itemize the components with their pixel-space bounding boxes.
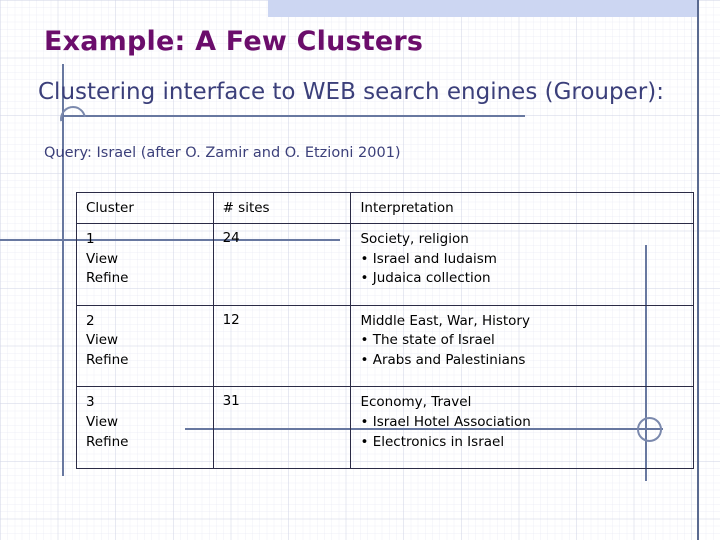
interpretation-title: Economy, Travel bbox=[360, 394, 472, 411]
cluster-id: 1 bbox=[86, 231, 95, 247]
decorative-vertical-line-right bbox=[697, 0, 699, 540]
clusters-table: Cluster # sites Interpretation 1 View Re… bbox=[76, 192, 694, 470]
interpretation-title: Society, religion bbox=[360, 231, 469, 247]
cluster-action-view[interactable]: View bbox=[86, 250, 119, 267]
row-spacer bbox=[86, 370, 204, 380]
cell-cluster: 1 View Refine bbox=[76, 223, 214, 306]
column-header-cluster: Cluster bbox=[76, 192, 214, 224]
cell-cluster: 3 View Refine bbox=[76, 386, 214, 470]
table-row: 2 View Refine 12 Middle East, War, Histo… bbox=[76, 304, 694, 388]
slide-subtitle: Clustering interface to WEB search engin… bbox=[38, 79, 664, 105]
cluster-id: 2 bbox=[86, 312, 95, 329]
interpretation-title: Middle East, War, History bbox=[360, 312, 530, 329]
cell-sites: 31 bbox=[212, 386, 352, 470]
table-head: Cluster # sites Interpretation bbox=[76, 192, 694, 224]
clusters-table-wrapper: Cluster # sites Interpretation 1 View Re… bbox=[76, 192, 694, 470]
cell-interpretation: Economy, Travel • Israel Hotel Associati… bbox=[350, 386, 694, 470]
cluster-action-refine[interactable]: Refine bbox=[86, 270, 129, 287]
cell-cluster: 2 View Refine bbox=[76, 304, 214, 388]
row-spacer bbox=[86, 452, 204, 462]
table-row: 1 View Refine 24 Society, religion • Isr… bbox=[76, 223, 694, 306]
slide-title: Example: A Few Clusters bbox=[44, 26, 424, 57]
interpretation-item: • Arabs and Palestinians bbox=[360, 351, 526, 368]
cell-interpretation: Society, religion • Israel and Iudaism •… bbox=[350, 223, 694, 306]
interpretation-item: • Israel Hotel Association bbox=[360, 413, 531, 430]
cluster-action-refine[interactable]: Refine bbox=[86, 433, 129, 450]
decorative-horizontal-line-top bbox=[62, 115, 525, 117]
cluster-id: 3 bbox=[86, 394, 95, 411]
decorative-arc-icon bbox=[54, 100, 92, 138]
decorative-vertical-line-left bbox=[62, 64, 64, 476]
cluster-action-view[interactable]: View bbox=[86, 332, 119, 349]
interpretation-item: • The state of Israel bbox=[360, 332, 495, 349]
cell-sites: 12 bbox=[212, 304, 352, 388]
column-header-sites: # sites bbox=[212, 192, 352, 224]
table-body: 1 View Refine 24 Society, religion • Isr… bbox=[76, 223, 694, 470]
cell-sites: 24 bbox=[212, 223, 352, 306]
query-caption: Query: Israel (after O. Zamir and O. Etz… bbox=[44, 145, 401, 161]
cluster-action-view[interactable]: View bbox=[86, 413, 119, 430]
interpretation-item: • Electronics in Israel bbox=[360, 433, 505, 450]
table-row: 3 View Refine 31 Economy, Travel • Israe… bbox=[76, 386, 694, 470]
column-header-interpretation: Interpretation bbox=[350, 192, 694, 224]
row-spacer bbox=[86, 289, 204, 299]
table-header-row: Cluster # sites Interpretation bbox=[76, 192, 694, 224]
top-accent-band bbox=[268, 0, 698, 17]
interpretation-item: • Judaica collection bbox=[360, 270, 491, 287]
interpretation-item: • Israel and Iudaism bbox=[360, 250, 497, 267]
cell-interpretation: Middle East, War, History • The state of… bbox=[350, 304, 694, 388]
cluster-action-refine[interactable]: Refine bbox=[86, 351, 129, 368]
